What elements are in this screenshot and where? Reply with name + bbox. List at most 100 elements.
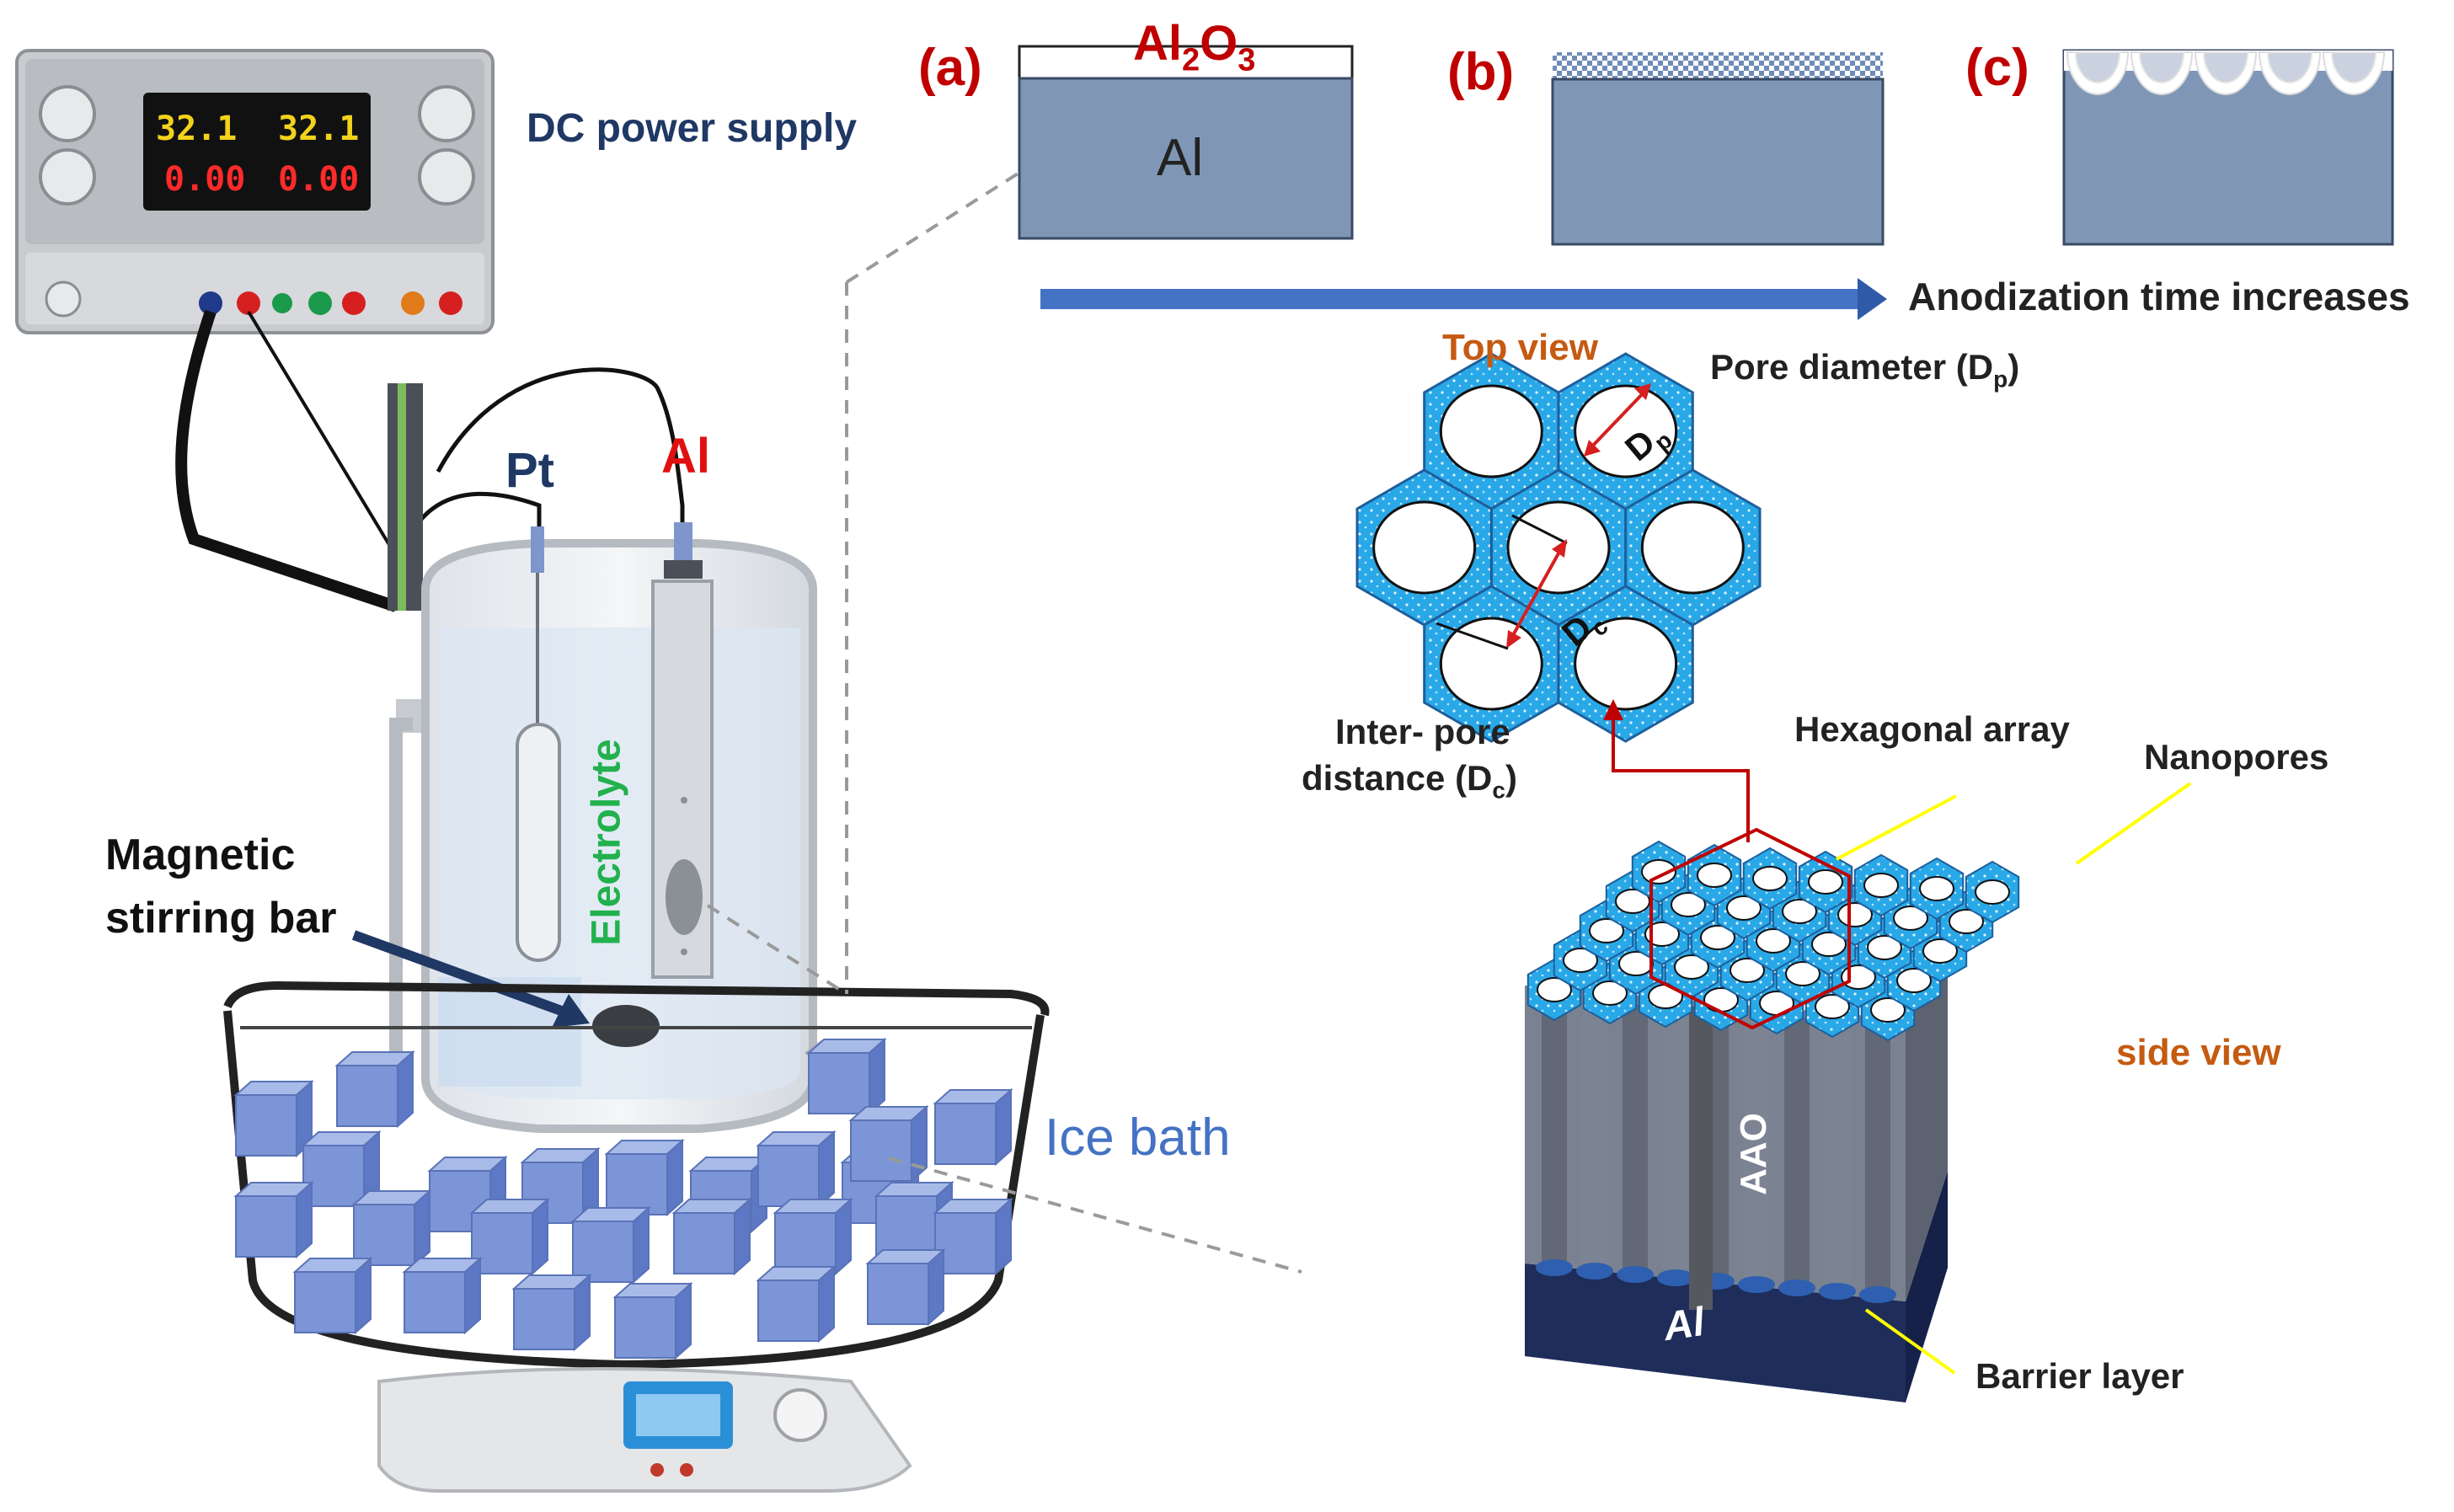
callout-pointers — [1836, 782, 2192, 1375]
pore — [1439, 384, 1543, 478]
magnetic-stirrer — [377, 1367, 912, 1493]
pore-cup-inner — [2074, 51, 2121, 83]
ice-bath-label: Ice bath — [1045, 1109, 1231, 1167]
side-pore — [1782, 899, 1817, 924]
clamp-stand-highlight — [398, 383, 406, 611]
stirring-bar-label-line2: stirring bar — [105, 894, 337, 943]
pore-base — [1576, 1263, 1613, 1280]
voltage-readout-1: 32.1 — [156, 110, 238, 148]
pore-diameter-text: Pore diameter (D — [1710, 347, 1994, 387]
side-pore — [1815, 994, 1850, 1019]
ice-cube-front — [673, 1212, 735, 1274]
pore — [1574, 617, 1678, 711]
ice-cube-side — [532, 1197, 548, 1276]
pore-diameter-label: Pore diameter (Dp) — [1710, 347, 2019, 393]
stirring-bar-pointer — [351, 930, 590, 1028]
panel-b-label: (b) — [1447, 43, 1515, 101]
electrolyte-label: Electrolyte — [584, 739, 629, 946]
oxide-sub-3: 3 — [1238, 42, 1256, 78]
pore-column — [1542, 998, 1567, 1268]
side-pore — [1592, 980, 1628, 1006]
ice-cube-side — [995, 1197, 1012, 1276]
side-pore — [1922, 938, 1958, 964]
pore — [1574, 384, 1678, 478]
ice-cube-side — [397, 1050, 414, 1129]
side-pore — [1975, 879, 2010, 905]
side-pore — [1811, 932, 1847, 957]
side-pore — [1726, 895, 1762, 921]
side-pore — [1808, 869, 1843, 895]
ice-cube-front — [757, 1145, 820, 1207]
ice-cube-front — [875, 1195, 938, 1258]
side-pore — [1644, 922, 1680, 947]
ice-cube-front — [850, 1119, 912, 1182]
side-pore — [1537, 977, 1572, 1002]
side-pore — [1589, 918, 1624, 943]
side-pore — [1700, 925, 1735, 950]
pore-base — [1819, 1283, 1856, 1300]
ice-cube-front — [353, 1204, 415, 1266]
side-pore — [1893, 906, 1928, 931]
panel-a — [1018, 45, 1354, 240]
ice-cube-side — [414, 1189, 430, 1268]
oxide-mid: O — [1200, 16, 1238, 71]
al-electrode-label: Al — [661, 429, 710, 484]
pore-cup-inner — [2330, 51, 2377, 83]
pore-column — [1582, 1002, 1607, 1271]
top-view-dimensions — [1436, 383, 1651, 650]
oxide-layer-label: Al2O3 — [1133, 15, 1255, 79]
ice-cube-front — [614, 1296, 676, 1359]
ice-bath — [223, 980, 1050, 1370]
inter-pore-close: ) — [1505, 758, 1517, 798]
pore-column — [1784, 1018, 1810, 1288]
ice-cube-front — [336, 1065, 398, 1127]
ice-cube-side — [666, 1138, 683, 1217]
hexagonal-array-label: Hexagonal array — [1794, 709, 2070, 749]
pore-base — [1859, 1286, 1896, 1303]
time-arrow-label: Anodization time increases — [1908, 275, 2410, 318]
side-pore — [1563, 948, 1598, 973]
inter-pore-label-line2: distance (Dc) — [1302, 758, 1517, 804]
ice-cube-front — [235, 1195, 297, 1258]
pore-column — [1825, 1022, 1850, 1291]
inter-pore-sub: c — [1492, 777, 1505, 804]
pore-base — [1738, 1276, 1775, 1293]
ice-cube-side — [928, 1248, 944, 1327]
side-pore — [1870, 997, 1906, 1023]
side-pore — [1785, 961, 1820, 986]
voltage-readout-2: 32.1 — [278, 110, 360, 148]
ice-cube-side — [355, 1256, 372, 1335]
side-pore — [1756, 928, 1791, 954]
aao-3d-block — [1525, 889, 1948, 1402]
panel-c — [2062, 49, 2394, 246]
nanopores-label: Nanopores — [2144, 737, 2329, 777]
ice-cube-side — [835, 1197, 852, 1276]
ice-cube-side — [869, 1037, 885, 1116]
panel-c-label: (c) — [1965, 39, 2029, 97]
pore-base — [1536, 1259, 1573, 1276]
pore-cup-inner — [2266, 51, 2313, 83]
ice-cube-front — [867, 1263, 929, 1325]
side-pore — [1671, 892, 1706, 917]
ice-cube-front — [294, 1271, 356, 1333]
pore-base — [1657, 1269, 1694, 1286]
pore-column — [1623, 1005, 1648, 1274]
ice-cube-side — [734, 1197, 751, 1276]
side-pore — [1641, 859, 1676, 884]
side-pore — [1896, 968, 1932, 993]
pore-base — [1617, 1266, 1654, 1283]
ice-cube-front — [934, 1103, 997, 1165]
pore-diameter-close: ) — [2008, 347, 2020, 387]
pore-cup-inner — [2138, 51, 2185, 83]
ice-cube-front — [606, 1153, 668, 1215]
pore-base — [1778, 1280, 1815, 1296]
side-view-hex-array — [1526, 840, 2020, 1042]
ice-cube-front — [235, 1094, 297, 1157]
ice-cube-front — [404, 1271, 466, 1333]
top-view-connector — [1603, 699, 1750, 842]
dc-power-supply — [15, 49, 495, 334]
ice-cube-side — [818, 1130, 835, 1209]
pore — [1640, 500, 1745, 595]
side-pore — [1730, 958, 1765, 983]
